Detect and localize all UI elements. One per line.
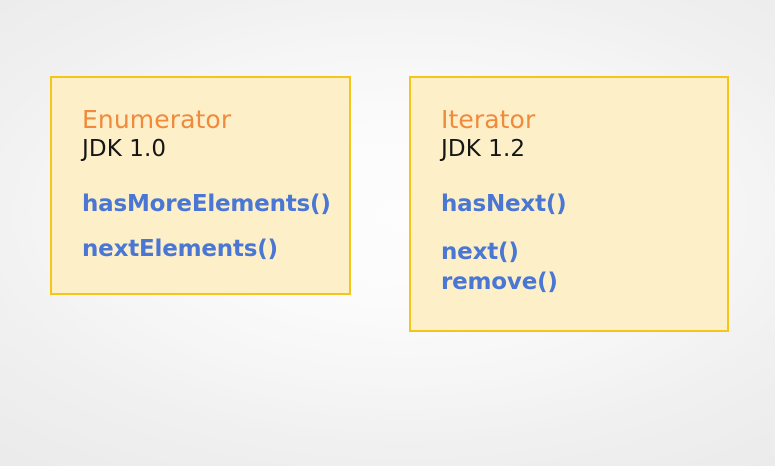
card-iterator-method-list: hasNext() next() remove() — [441, 191, 719, 295]
method-item: remove() — [441, 269, 558, 295]
card-iterator[interactable]: Iterator JDK 1.2 hasNext() next() remove… — [409, 76, 729, 332]
card-enumerator-method-list: hasMoreElements() nextElements() — [82, 191, 341, 262]
method-item: next() — [441, 239, 519, 265]
method-item: hasMoreElements() — [82, 191, 331, 217]
card-enumerator-version: JDK 1.0 — [82, 136, 167, 162]
method-item: nextElements() — [82, 236, 278, 262]
card-enumerator[interactable]: Enumerator JDK 1.0 hasMoreElements() nex… — [50, 76, 351, 295]
card-enumerator-title: Enumerator — [82, 105, 232, 134]
card-iterator-content: Iterator JDK 1.2 hasNext() next() remove… — [441, 105, 719, 295]
method-item: hasNext() — [441, 191, 567, 217]
card-enumerator-content: Enumerator JDK 1.0 hasMoreElements() nex… — [82, 105, 341, 262]
card-iterator-version: JDK 1.2 — [441, 136, 526, 162]
card-iterator-title: Iterator — [441, 105, 536, 134]
